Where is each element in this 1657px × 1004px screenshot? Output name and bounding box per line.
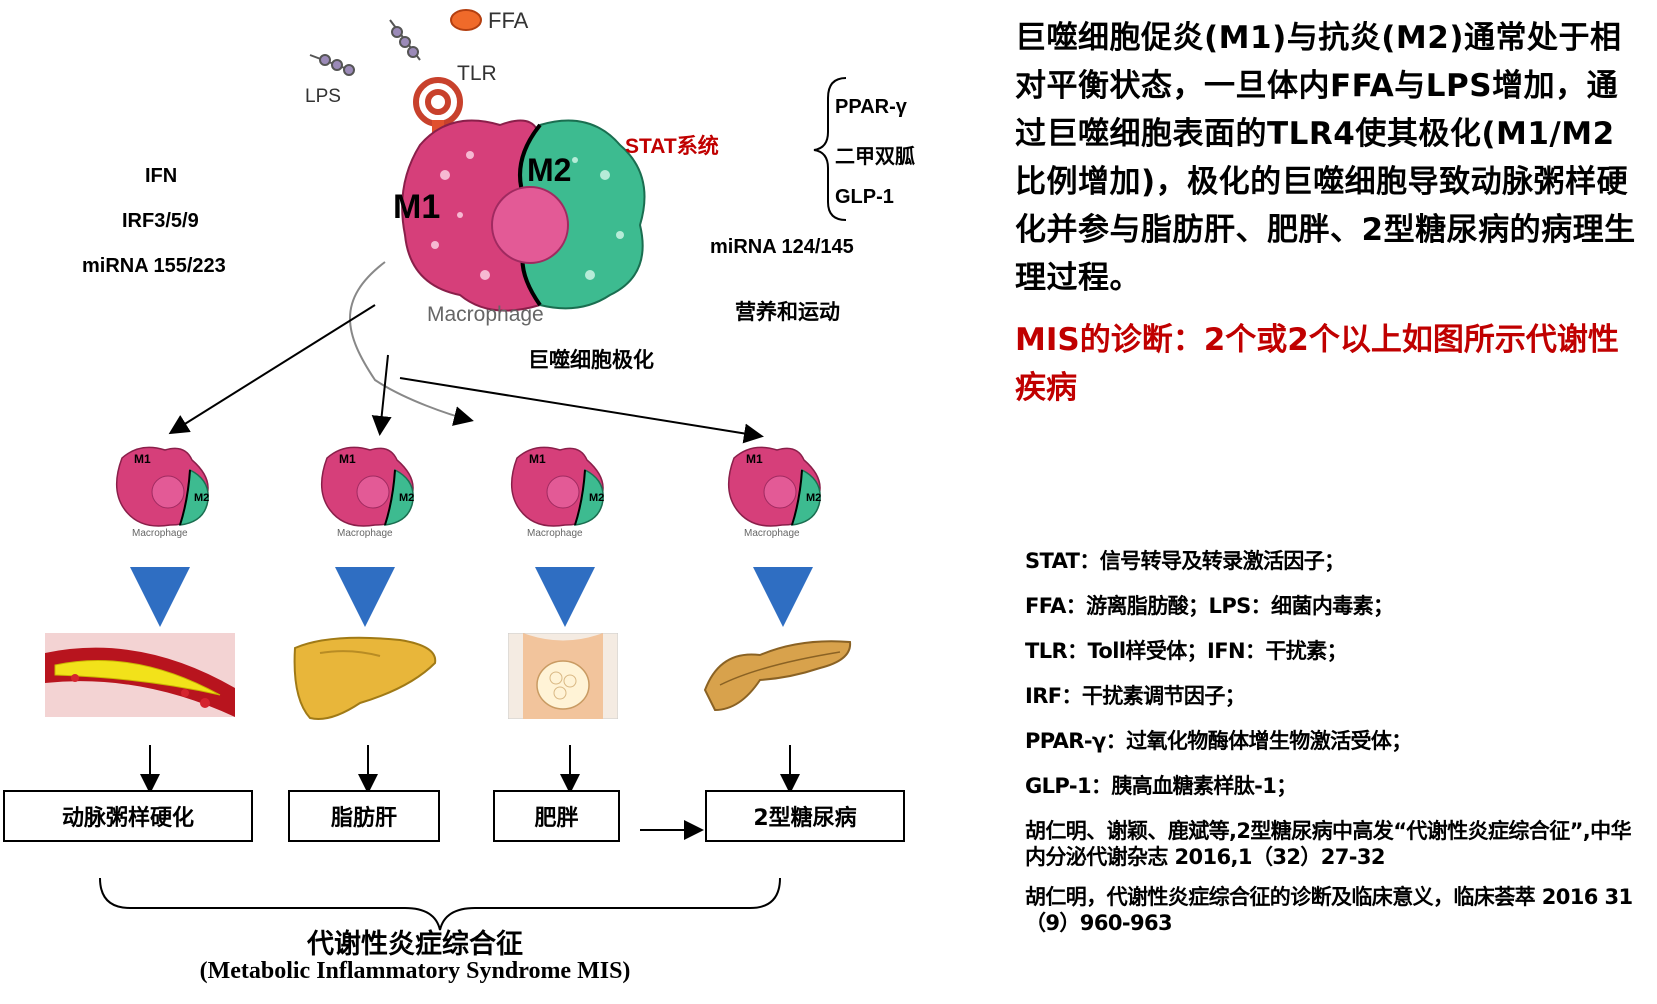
small-m2-label: M2 [589, 492, 605, 504]
small-m2-label: M2 [399, 492, 415, 504]
diagram: FFA LPS TLR M1 M2 Macrophage 巨噬细胞极化 IFN … [3, 8, 915, 984]
explanation-main-text: 巨噬细胞促炎(M1)与抗炎(M2)通常处于相对平衡状态，一旦体内FFA与LPS增… [1015, 20, 1636, 296]
syndrome-title-en: (Metabolic Inflammatory Syndrome MIS) [199, 958, 631, 984]
ffa-droplet-icon [450, 9, 482, 31]
small-macrophage-name: Macrophage [527, 528, 583, 539]
syndrome-title-cn: 代谢性炎症综合征 [307, 929, 523, 960]
reference-item: 胡仁明，代谢性炎症综合征的诊断及临床意义，临床荟萃 2016 31（9）960-… [1025, 885, 1633, 935]
explanation-panel: 巨噬细胞促炎(M1)与抗炎(M2)通常处于相对平衡状态，一旦体内FFA与LPS增… [1015, 14, 1645, 412]
stat-system-label: STAT系统 [625, 135, 719, 158]
lps-molecule-icon [309, 19, 421, 76]
disease-diabetes: 2型糖尿病 [705, 790, 905, 842]
small-macrophage-2: M1 M2 Macrophage [315, 440, 420, 540]
glossary-item: TLR：Toll样受体；IFN：干扰素； [1025, 639, 1348, 663]
disease-obesity: 肥胖 [493, 790, 620, 842]
fatty-liver-icon [293, 636, 437, 720]
disease-fatty-liver: 脂肪肝 [288, 790, 440, 842]
glossary-item: IRF：干扰素调节因子； [1025, 684, 1246, 708]
macrophage-main-icon [401, 119, 646, 312]
small-macrophage-name: Macrophage [337, 528, 393, 539]
arrow-to-cell-4 [399, 377, 764, 444]
pancreas-icon [703, 640, 852, 712]
small-m2-label: M2 [194, 492, 210, 504]
glossary-item: PPAR-γ：过氧化物酶体增生物激活受体； [1025, 729, 1412, 753]
factor-ifn: IFN [145, 165, 178, 187]
small-macrophage-name: Macrophage [744, 528, 800, 539]
main-macrophage-label: Macrophage [427, 303, 544, 326]
nutrition-exercise-label: 营养和运动 [735, 300, 840, 324]
glossary-item: STAT：信号转导及转录激活因子； [1025, 549, 1345, 573]
glossary-panel: STAT：信号转导及转录激活因子； FFA：游离脂肪酸；LPS：细菌内毒素； T… [1025, 548, 1645, 950]
ffa-label: FFA [488, 8, 529, 33]
main-m2-label: M2 [527, 152, 572, 188]
syndrome-brace [99, 877, 781, 931]
tlr-label: TLR [457, 62, 497, 85]
lps-label: LPS [305, 86, 341, 107]
reference-item: 胡仁明、谢颖、鹿斌等,2型糖尿病中高发“代谢性炎症综合征”,中华内分泌代谢杂志 … [1025, 819, 1632, 869]
disease-atherosclerosis: 动脉粥样硬化 [3, 790, 253, 842]
factor-ppar: PPAR-γ [835, 96, 907, 118]
small-macrophage-1: M1 M2 Macrophage [110, 440, 215, 540]
small-macrophage-4: M1 M2 Macrophage [722, 440, 827, 540]
small-macrophage-name: Macrophage [132, 528, 188, 539]
artery-plaque-icon [45, 633, 235, 717]
small-macrophage-3-icon [511, 446, 604, 527]
down-arrows [140, 745, 800, 794]
diagnosis-text: MIS的诊断：2个或2个以上如图所示代谢性疾病 [1015, 322, 1619, 406]
polarization-caption: 巨噬细胞极化 [528, 348, 654, 372]
diagram-arrows [99, 77, 847, 931]
small-macrophage-2-icon [321, 446, 414, 527]
small-macrophage-3: M1 M2 Macrophage [505, 440, 610, 540]
glossary-item: GLP-1：胰高血糖素样肽-1； [1025, 774, 1297, 798]
main-m1-label: M1 [393, 188, 441, 226]
small-macrophage-4-icon [728, 446, 821, 527]
arrow-to-cell-1 [168, 304, 376, 435]
small-m2-label: M2 [806, 492, 822, 504]
factors-brace [813, 77, 847, 221]
blue-arrows [130, 567, 813, 627]
factor-glp1: GLP-1 [835, 186, 894, 208]
small-m1-label: M1 [339, 452, 356, 466]
polarization-curve [349, 261, 474, 426]
small-m1-label: M1 [529, 452, 546, 466]
factor-mirna-124: miRNA 124/145 [710, 236, 854, 258]
factor-irf: IRF3/5/9 [122, 210, 199, 232]
small-m1-label: M1 [134, 452, 151, 466]
glossary-item: FFA：游离脂肪酸；LPS：细菌内毒素； [1025, 594, 1394, 618]
small-macrophage-1-icon [116, 446, 209, 527]
obesity-body-icon [508, 633, 618, 719]
arrow-to-cell-2 [371, 354, 392, 436]
factor-metformin: 二甲双胍 [835, 146, 915, 168]
factor-mirna-155: miRNA 155/223 [82, 255, 226, 277]
small-m1-label: M1 [746, 452, 763, 466]
